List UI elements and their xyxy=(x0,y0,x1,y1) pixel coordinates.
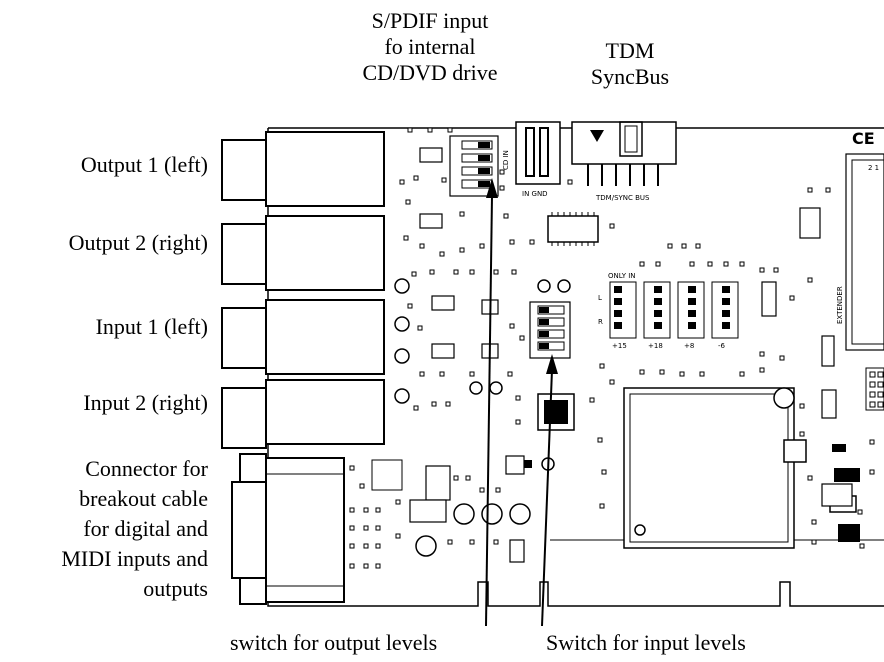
output-levels-label: switch for output levels xyxy=(230,630,438,655)
qfp-chip xyxy=(537,393,575,431)
small-ic xyxy=(371,147,860,563)
connector-label-line3: for digital and xyxy=(83,516,208,541)
dsub-connector xyxy=(231,453,345,605)
dsp-chip xyxy=(623,387,795,549)
cd-in-text: CD IN xyxy=(502,150,510,170)
callout-output-levels xyxy=(485,178,498,627)
ce-mark: CE xyxy=(852,129,875,148)
level-selector-bank: ONLY IN L R +15 +18 +8 -6 xyxy=(598,272,739,350)
level-text-3: -6 xyxy=(718,342,726,350)
connector-label: Connector for breakout cable for digital… xyxy=(61,454,208,604)
level-l-text: L xyxy=(598,294,602,302)
connector-label-line4: MIDI inputs and xyxy=(61,546,208,571)
spdif-label-line2: fo internal xyxy=(384,34,476,59)
tdm-label-line1: TDM xyxy=(605,38,655,63)
pin-row xyxy=(865,367,884,411)
smd-pads xyxy=(349,127,875,569)
connector-label-line2: breakout cable xyxy=(79,486,208,511)
input-levels-label: Switch for input levels xyxy=(546,630,746,655)
jack-input1 xyxy=(221,299,385,375)
cd-in-connector: CD IN IN GND xyxy=(502,121,561,198)
callout-input-levels xyxy=(541,354,558,627)
spdif-label-line1: S/PDIF input xyxy=(371,8,489,33)
jack-output2 xyxy=(221,215,385,291)
input-level-switch xyxy=(529,301,571,359)
level-text-0: +15 xyxy=(612,342,627,350)
jack-output1 xyxy=(221,131,385,207)
output-level-switch xyxy=(449,135,499,197)
only-in-text: ONLY IN xyxy=(608,272,636,280)
tdm-syncbus-connector: TDM/SYNC BUS xyxy=(571,121,677,202)
in-gnd-text: IN GND xyxy=(522,190,548,198)
output2-label: Output 2 (right) xyxy=(68,230,208,255)
soic-chip xyxy=(547,212,599,246)
level-text-1: +18 xyxy=(648,342,663,350)
connector-label-line1: Connector for xyxy=(85,456,208,481)
spdif-label-line3: CD/DVD drive xyxy=(362,60,498,85)
input1-label: Input 1 (left) xyxy=(95,314,208,339)
input2-label: Input 2 (right) xyxy=(83,390,208,415)
level-text-2: +8 xyxy=(684,342,694,350)
level-r-text: R xyxy=(598,318,603,326)
extender-text: EXTENDER xyxy=(836,286,844,324)
output1-label: Output 1 (left) xyxy=(80,152,208,177)
tdm-label-line2: SyncBus xyxy=(590,64,670,89)
tdm-sync-bus-text: TDM/SYNC BUS xyxy=(595,194,650,202)
connector-label-line5: outputs xyxy=(143,576,208,601)
extender-header: 2 1 EXTENDER xyxy=(836,153,884,351)
jack-input2 xyxy=(221,379,385,449)
header-pin-text: 2 1 xyxy=(868,164,879,172)
